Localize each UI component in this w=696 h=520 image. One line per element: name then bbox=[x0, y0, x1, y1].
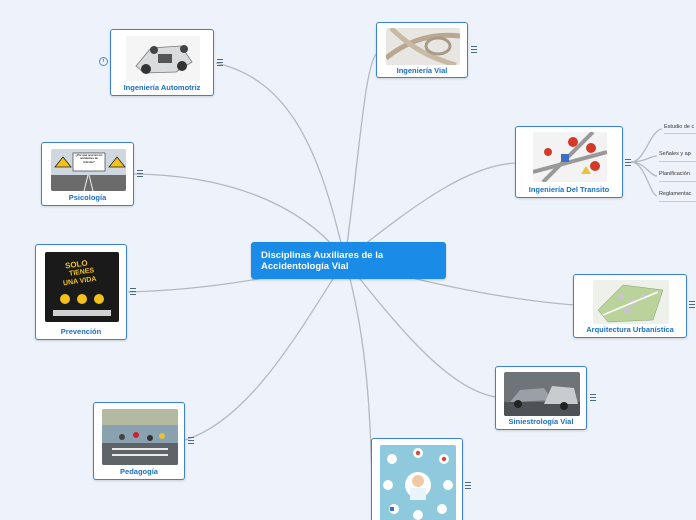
link-ing-vial bbox=[344, 51, 379, 261]
node-label: Prevención bbox=[60, 327, 102, 336]
collapse-toggle-icon[interactable] bbox=[471, 46, 477, 53]
urban-plan-image bbox=[593, 280, 669, 324]
subtopic-senales[interactable]: Señales y ap bbox=[659, 151, 691, 157]
link-siniestrologia bbox=[344, 259, 497, 398]
subtopic-underline bbox=[664, 133, 696, 134]
link-ing-auto bbox=[215, 62, 346, 261]
link-transito-c1 bbox=[630, 128, 663, 163]
node-prevencion[interactable]: SOLO TIENES UNA VIDA Prevención bbox=[35, 244, 127, 340]
car-crash-image bbox=[504, 372, 580, 416]
highway-interchange-image bbox=[386, 28, 460, 65]
node-label: Psicología bbox=[68, 193, 107, 202]
prevention-poster-image: SOLO TIENES UNA VIDA bbox=[45, 252, 119, 322]
node-label: Siniestrología Vial bbox=[508, 417, 574, 426]
subtopic-reglamentacion[interactable]: Reglamentac bbox=[659, 191, 692, 197]
car-chassis-image bbox=[126, 36, 200, 81]
node-arquitectura[interactable]: Arquitectura Urbanística bbox=[573, 274, 687, 338]
node-ingenieria-transito[interactable]: Ingeniería Del Transito bbox=[515, 126, 623, 198]
node-label: Ingeniería Automotriz bbox=[123, 83, 201, 92]
collapse-toggle-icon[interactable] bbox=[590, 394, 596, 401]
node-label: Ingeniería Vial bbox=[396, 66, 448, 75]
node-ingenieria-automotriz[interactable]: Ingeniería Automotriz bbox=[110, 29, 214, 96]
link-ing-transito bbox=[344, 162, 517, 261]
node-pedagogia[interactable]: Pedagogía bbox=[93, 402, 185, 480]
collapse-toggle-icon[interactable] bbox=[137, 170, 143, 177]
collapse-toggle-icon[interactable] bbox=[689, 301, 695, 308]
link-transito-c4 bbox=[630, 161, 658, 197]
node-siniestrologia[interactable]: Siniestrología Vial bbox=[495, 366, 587, 430]
link-pedagogia bbox=[184, 259, 346, 441]
collapse-toggle-icon[interactable] bbox=[130, 288, 136, 295]
subtopic-underline bbox=[659, 201, 696, 202]
subtopic-estudio[interactable]: Estudio de c bbox=[664, 124, 695, 130]
medical-icons-image bbox=[380, 445, 456, 520]
subtopic-underline bbox=[659, 161, 696, 162]
warning-signs-image: ¿Por qué ocurren los accidentes de tráns… bbox=[51, 149, 126, 191]
collapse-toggle-icon[interactable] bbox=[465, 482, 471, 489]
collapse-toggle-icon[interactable] bbox=[188, 437, 194, 444]
node-label: Ingeniería Del Transito bbox=[528, 185, 610, 194]
subtopic-underline bbox=[659, 181, 696, 182]
psicologia-sign-text: ¿Por qué ocurren los accidentes de tráns… bbox=[75, 154, 103, 164]
link-psicologia bbox=[133, 173, 346, 261]
node-label: Arquitectura Urbanística bbox=[586, 325, 674, 334]
collapse-toggle-icon[interactable] bbox=[217, 59, 223, 66]
subtopic-planificacion[interactable]: Planificación bbox=[659, 171, 690, 177]
traffic-signs-image bbox=[533, 132, 607, 182]
node-medicina[interactable] bbox=[371, 438, 463, 520]
link-medicina bbox=[344, 259, 373, 481]
node-psicologia[interactable]: ¿Por qué ocurren los accidentes de tráns… bbox=[41, 142, 134, 206]
street-education-image bbox=[102, 409, 178, 465]
node-label: Pedagogía bbox=[120, 467, 158, 476]
node-ingenieria-vial[interactable]: Ingeniería Vial bbox=[376, 22, 468, 78]
central-topic[interactable]: Disciplinas Auxiliares de la Accidentolo… bbox=[251, 242, 446, 279]
info-icon[interactable]: i bbox=[99, 57, 108, 66]
collapse-toggle-icon[interactable] bbox=[625, 159, 631, 166]
